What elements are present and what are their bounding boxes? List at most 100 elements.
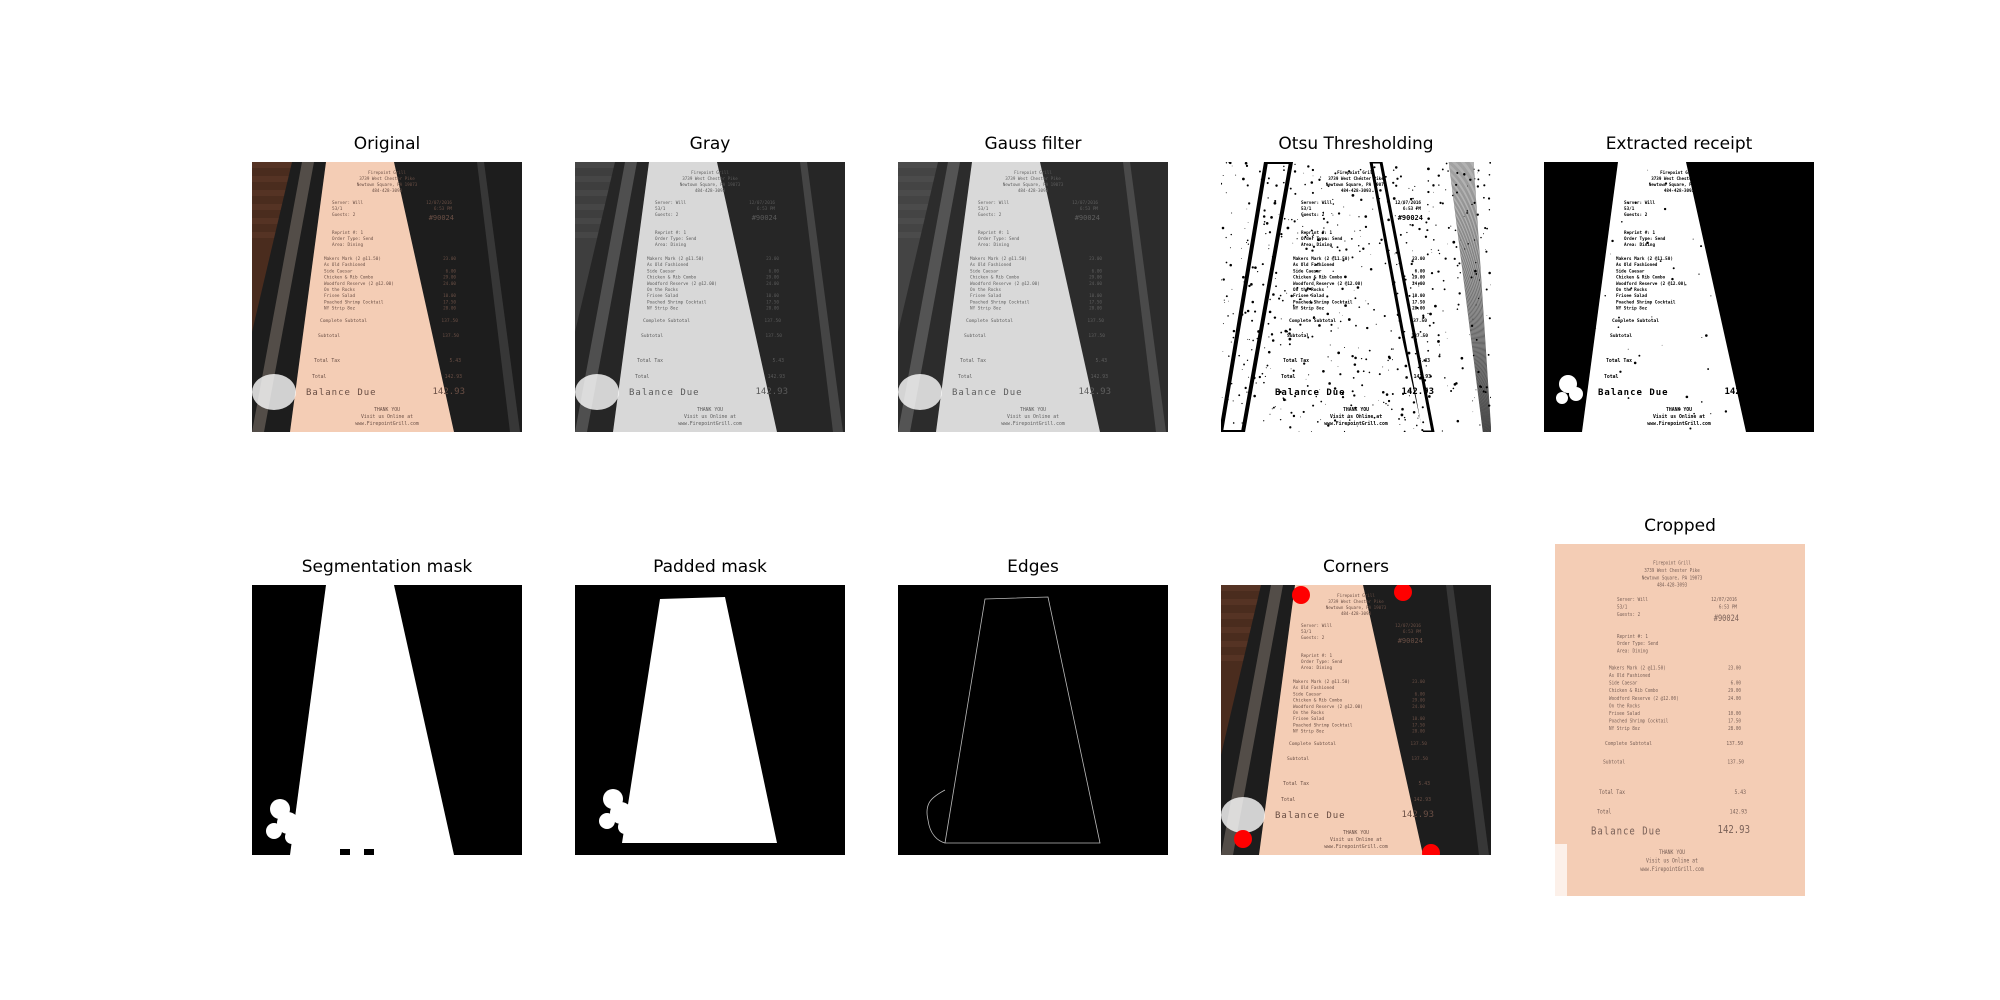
noise-speckle (1228, 355, 1230, 357)
noise-speckle (1400, 234, 1402, 236)
receipt-item-price: 29.00 (1735, 275, 1748, 281)
noise-speckle (1382, 391, 1385, 394)
noise-speckle (1698, 273, 1699, 274)
noise-speckle (1222, 227, 1225, 230)
receipt-item-name: Chicken & Rib Combo (1609, 688, 1658, 695)
noise-speckle (1395, 166, 1398, 169)
receipt-header-line: Firepoint Grill (1653, 560, 1691, 567)
noise-speckle (1433, 239, 1435, 241)
receipt-area: Area: Dining (655, 242, 686, 248)
mask-blob-part (599, 813, 615, 829)
noise-speckle (1397, 368, 1399, 370)
noise-speckle (1431, 249, 1432, 250)
receipt-item-name: Chicken & Rib Combo (1293, 275, 1343, 281)
noise-speckle (1673, 267, 1675, 269)
noise-speckle (1480, 386, 1482, 388)
noise-speckle (1351, 355, 1353, 357)
receipt-reprint: Reprint #: 1 (1301, 653, 1332, 659)
noise-speckle (1469, 334, 1470, 335)
noise-speckle (1242, 276, 1245, 279)
noise-speckle (1345, 248, 1347, 250)
noise-speckle (1428, 180, 1430, 182)
noise-speckle (1393, 281, 1396, 284)
noise-speckle (1432, 184, 1434, 186)
receipt-item-name: Chicken & Rib Combo (1616, 275, 1666, 281)
panel-title-cropped: Cropped (1515, 516, 1845, 536)
receipt-thanks: THANK YOU (1659, 849, 1685, 856)
receipt-time: 6:53 PM (434, 206, 453, 212)
receipt-header-line: Newtown Square, PA 19073 (1326, 605, 1387, 610)
mask-blob-part (618, 820, 632, 834)
noise-speckle (1442, 310, 1443, 311)
noise-speckle (1357, 370, 1360, 373)
receipt-item-name: Woodford Reserve (2 @12.00) (324, 281, 394, 287)
noise-speckle (1412, 198, 1414, 200)
noise-speckle (1382, 366, 1383, 367)
receipt-time: 6:53 PM (1080, 206, 1099, 212)
receipt-header-line: Firepoint Grill (1014, 170, 1052, 175)
receipt-item-price: 23.00 (1735, 256, 1748, 262)
noise-speckle (1224, 300, 1225, 301)
noise-speckle (1241, 403, 1242, 404)
noise-speckle (1418, 415, 1419, 416)
noise-speckle (1278, 298, 1280, 300)
receipt-order-type: Order Type: Send (1301, 659, 1343, 665)
noise-speckle (1388, 356, 1391, 359)
panel-title-gray: Gray (535, 134, 885, 154)
receipt-balance-label: Balance Due (306, 388, 377, 398)
noise-speckle (1232, 166, 1233, 167)
noise-speckle (1391, 348, 1392, 349)
noise-speckle (1473, 202, 1475, 204)
receipt-item-price: 23.00 (1412, 679, 1425, 685)
receipt-table: 53/1 (655, 206, 666, 212)
noise-speckle (1280, 344, 1281, 345)
noise-speckle (1348, 319, 1350, 321)
noise-speckle (1478, 298, 1479, 299)
receipt-balance: 142.93 (1401, 810, 1434, 820)
noise-speckle (1483, 197, 1485, 199)
noise-speckle (1333, 203, 1335, 205)
noise-speckle (1422, 315, 1424, 317)
noise-speckle (1395, 215, 1396, 216)
noise-speckle (1263, 223, 1265, 225)
noise-speckle (1331, 213, 1332, 214)
noise-speckle (1452, 195, 1454, 197)
receipt-total-label: Total (1281, 374, 1296, 380)
receipt-thanks: THANK YOU (1020, 407, 1046, 413)
noise-speckle (1320, 176, 1321, 177)
receipt-header-line: 484-428-3093 (1341, 188, 1372, 193)
noise-speckle (1610, 254, 1611, 255)
receipt-item-name: Makers Mark (2 @11.50) (1609, 665, 1666, 672)
noise-speckle (1265, 376, 1266, 377)
noise-speckle (1280, 332, 1282, 334)
receipt-tax-label: Total Tax (1283, 358, 1309, 364)
noise-speckle (1369, 350, 1371, 352)
noise-speckle (1300, 416, 1301, 417)
noise-speckle (1398, 263, 1399, 264)
noise-speckle (1404, 419, 1406, 421)
noise-speckle (1431, 252, 1432, 253)
noise-speckle (1306, 379, 1307, 380)
noise-speckle (1634, 362, 1637, 365)
noise-speckle (1480, 237, 1481, 238)
receipt-total-label: Total (1604, 374, 1619, 380)
mask-notch (364, 849, 374, 855)
noise-speckle (1474, 239, 1475, 240)
noise-speckle (1242, 178, 1245, 181)
receipt-item-price: 17.50 (1089, 299, 1102, 305)
receipt-order-type: Order Type: Send (1624, 236, 1666, 242)
noise-speckle (1379, 373, 1381, 375)
receipt-item-name: Poached Shrimp Cocktail (1293, 722, 1353, 728)
receipt-item-name: Side Caesar (970, 268, 999, 274)
noise-speckle (1361, 266, 1362, 267)
receipt-subtotal-label: Subtotal (1287, 756, 1309, 762)
noise-speckle (1474, 397, 1475, 398)
receipt-item-price: 24.00 (1089, 281, 1102, 287)
noise-speckle (1392, 182, 1394, 184)
receipt-item-price: 23.00 (1089, 256, 1102, 262)
receipt-date: 12/07/2016 (749, 200, 775, 206)
noise-speckle (1226, 262, 1228, 264)
receipt-header-line: 3739 West Chester Pike (1328, 176, 1384, 181)
receipt-balance: 142.93 (1718, 824, 1750, 836)
noise-speckle (1473, 411, 1474, 412)
